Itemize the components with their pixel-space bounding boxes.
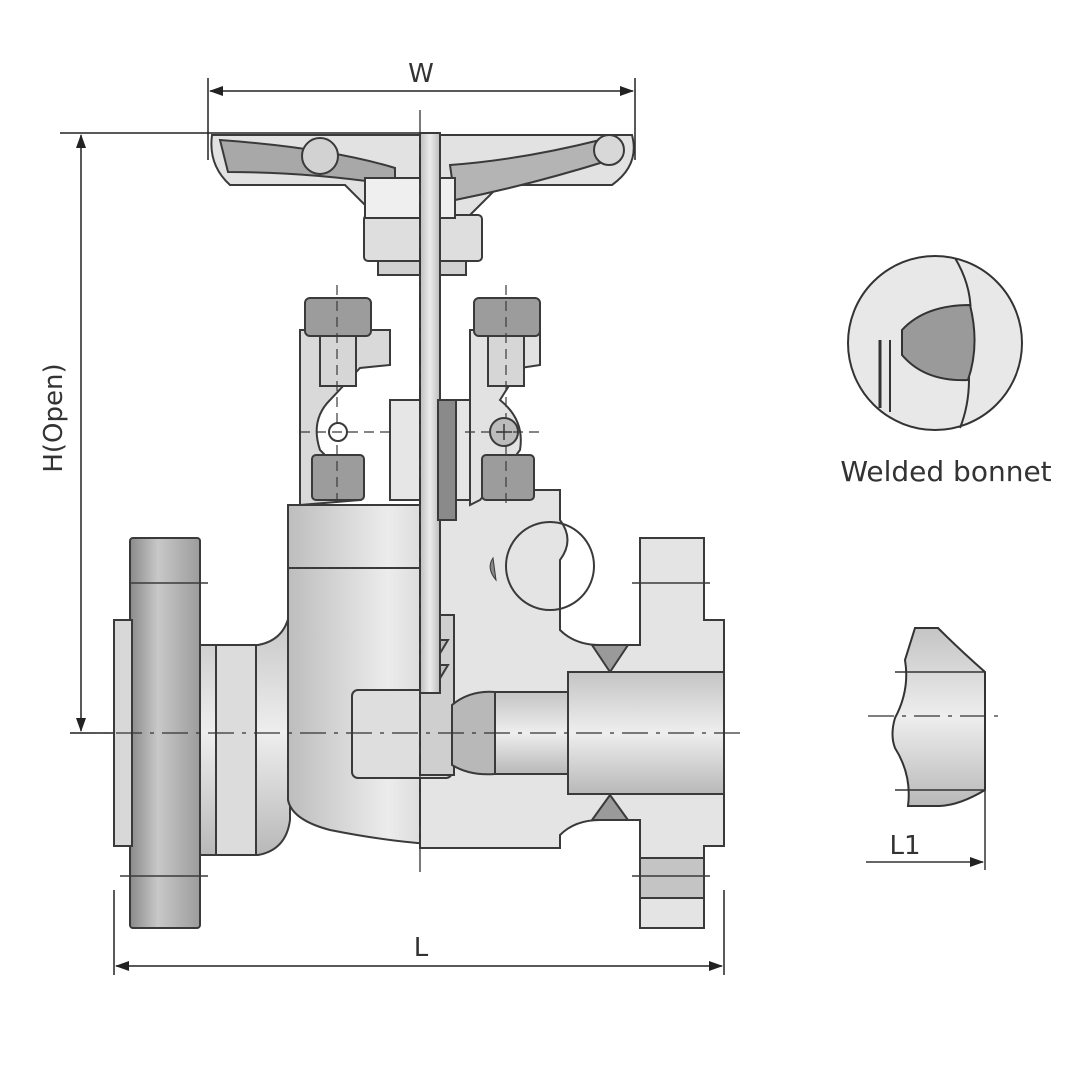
- valve-stem: [419, 132, 457, 694]
- dimension-h-label: H(Open): [39, 363, 69, 472]
- centerlines: [70, 110, 745, 880]
- dimension-l: [113, 890, 725, 975]
- pipe-end-detail: [866, 627, 1000, 870]
- dimension-w-label: W: [408, 59, 434, 89]
- welded-bonnet-detail: [847, 255, 1023, 431]
- dimension-l-label: L: [414, 933, 429, 963]
- dimension-l1-label: L1: [889, 831, 920, 861]
- bonnet-yoke: [299, 214, 545, 507]
- detail-callout-circle: [505, 521, 595, 611]
- dimension-w: [207, 78, 636, 160]
- welded-bonnet-caption: Welded bonnet: [840, 455, 1051, 488]
